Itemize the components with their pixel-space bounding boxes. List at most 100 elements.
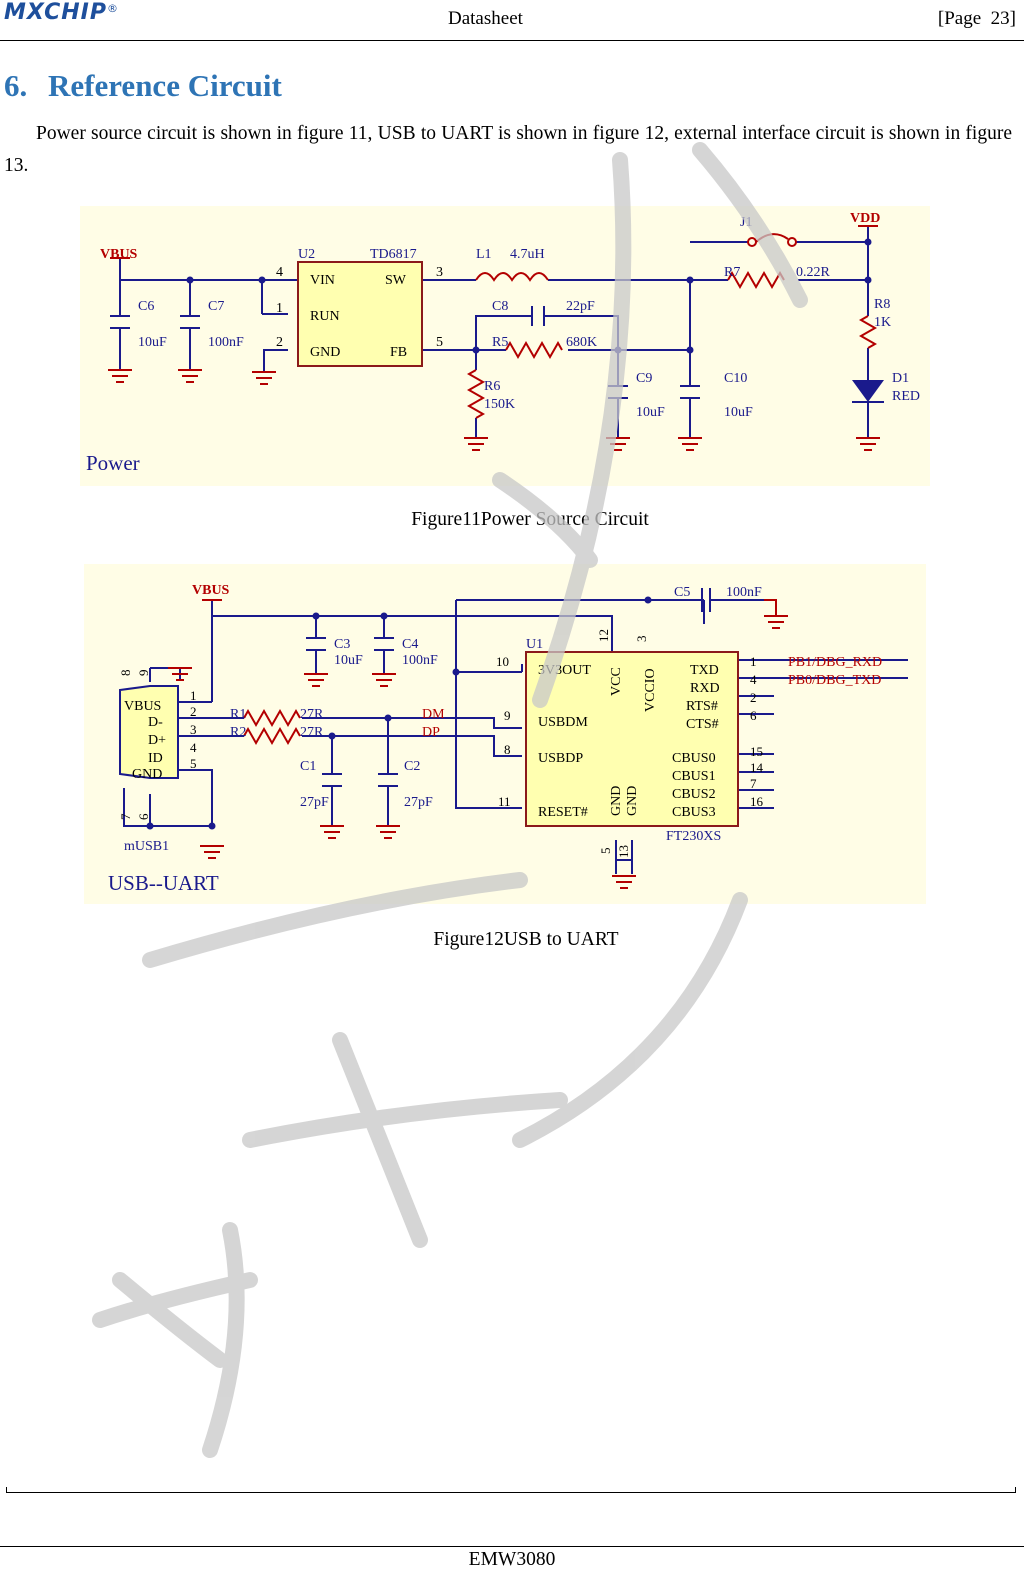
label-td6817: TD6817 xyxy=(370,247,417,262)
pinno-6: 6 xyxy=(136,813,151,820)
label-r2: R2 xyxy=(230,725,246,740)
pinno-r1: 1 xyxy=(750,654,757,669)
pinno-9: 9 xyxy=(136,670,151,677)
pin-run: RUN xyxy=(310,309,340,324)
footer-model: EMW3080 xyxy=(468,1549,556,1570)
figure11-caption: Figure11Power Source Circuit xyxy=(411,509,649,530)
label-c10: C10 xyxy=(724,371,747,386)
doc-type: Datasheet xyxy=(448,8,523,29)
value-r5: 680K xyxy=(566,335,597,350)
pinno-5b: 5 xyxy=(598,848,613,855)
conn-gnd: GND xyxy=(132,767,162,782)
header-rule xyxy=(0,40,1024,41)
value-r6: 150K xyxy=(484,397,515,412)
pinno-2: 2 xyxy=(190,704,197,719)
pinno-11: 11 xyxy=(498,794,511,809)
pin-gnd-2: GND xyxy=(625,786,640,816)
pinno-3: 3 xyxy=(190,722,197,737)
value-c9: 10uF xyxy=(636,405,665,420)
pinno-1: 1 xyxy=(190,688,197,703)
pin-vccio: VCCIO xyxy=(643,668,658,712)
label-r6: R6 xyxy=(484,379,500,394)
net-dm: DM xyxy=(422,707,445,722)
value-c7: 100nF xyxy=(208,335,244,350)
value-c8: 22pF xyxy=(566,299,595,314)
value-c5: 100nF xyxy=(726,585,762,600)
pinno-10: 10 xyxy=(496,654,509,669)
pinno-3b: 3 xyxy=(634,636,649,643)
label-c1: C1 xyxy=(300,759,316,774)
label-c9: C9 xyxy=(636,371,652,386)
section-title: Reference Circuit xyxy=(48,68,282,103)
pin-usbdp: USBDP xyxy=(538,751,583,766)
logo-text: MXCHIP xyxy=(4,0,107,25)
value-c6: 10uF xyxy=(138,335,167,350)
net-pb0: PB0/DBG_TXD xyxy=(788,673,881,688)
pinno-r2: 2 xyxy=(750,690,757,705)
block-label-usb-uart: USB--UART xyxy=(108,871,219,895)
footer-rule-upper xyxy=(6,1492,1016,1493)
value-r7: 0.22R xyxy=(796,265,831,280)
pinno-16: 16 xyxy=(750,794,764,809)
label-vbus: VBUS xyxy=(192,583,230,598)
pinno-8b: 8 xyxy=(504,742,511,757)
label-vdd: VDD xyxy=(850,211,880,226)
pin-reset: RESET# xyxy=(538,805,588,820)
pin-usbdm: USBDM xyxy=(538,715,588,730)
pinno-9b: 9 xyxy=(504,708,511,723)
value-c10: 10uF xyxy=(724,405,753,420)
label-r8: R8 xyxy=(874,297,890,312)
net-dp: DP xyxy=(422,725,440,740)
footer-tick-right xyxy=(1015,1487,1016,1493)
label-l1: L1 xyxy=(476,247,492,262)
label-vbus: VBUS xyxy=(100,247,138,262)
label-j1: J1 xyxy=(740,215,752,230)
label-musb1: mUSB1 xyxy=(124,839,169,854)
label-r5: R5 xyxy=(492,335,508,350)
label-ft230xs: FT230XS xyxy=(666,829,721,844)
conn-dm: D- xyxy=(148,715,163,730)
pinno-5: 5 xyxy=(190,756,197,771)
pin-3v3out: 3V3OUT xyxy=(538,663,591,678)
pin-cbus0: CBUS0 xyxy=(672,751,716,766)
pinno-14: 14 xyxy=(750,760,764,775)
net-pb1: PB1/DBG_RXD xyxy=(788,655,882,670)
pin-cbus1: CBUS1 xyxy=(672,769,716,784)
value-d1: RED xyxy=(892,389,920,404)
registered-mark: ® xyxy=(106,2,118,15)
label-c4: C4 xyxy=(402,637,418,652)
pinno-4: 4 xyxy=(190,740,197,755)
pin-num-3: 3 xyxy=(436,265,443,280)
pin-fb: FB xyxy=(390,345,407,360)
pinno-r6: 6 xyxy=(750,708,757,723)
value-c3: 10uF xyxy=(334,653,363,668)
pin-rts: RTS# xyxy=(686,699,718,714)
label-r1: R1 xyxy=(230,707,246,722)
pinno-12: 12 xyxy=(596,629,611,642)
value-r1: 27R xyxy=(300,707,324,722)
pinno-r4: 4 xyxy=(750,672,757,687)
pinno-8: 8 xyxy=(118,670,133,677)
pin-cbus3: CBUS3 xyxy=(672,805,716,820)
pin-cbus2: CBUS2 xyxy=(672,787,716,802)
footer-tick-left xyxy=(6,1487,7,1493)
label-u1: U1 xyxy=(526,637,543,652)
company-logo: MXCHIP® xyxy=(4,2,184,24)
label-r7: R7 xyxy=(724,265,740,280)
block-label-power: Power xyxy=(86,451,140,475)
power-circuit-schematic: VBUS VDD C6 10uF C7 100nF U2 TD6817 VIN … xyxy=(80,206,930,486)
pinno-7: 7 xyxy=(118,813,133,820)
pin-num-4: 4 xyxy=(276,265,283,280)
pin-gnd-1: GND xyxy=(609,786,624,816)
pinno-7b: 7 xyxy=(750,776,757,791)
conn-vbus: VBUS xyxy=(124,699,161,714)
value-c2: 27pF xyxy=(404,795,433,810)
intro-paragraph: Power source circuit is shown in figure … xyxy=(4,123,1012,176)
pin-vcc: VCC xyxy=(609,667,624,696)
label-c5: C5 xyxy=(674,585,690,600)
value-r8: 1K xyxy=(874,315,891,330)
pin-vin: VIN xyxy=(310,273,335,288)
pin-num-1: 1 xyxy=(276,301,283,316)
value-l1: 4.7uH xyxy=(510,247,545,262)
label-c7: C7 xyxy=(208,299,224,314)
